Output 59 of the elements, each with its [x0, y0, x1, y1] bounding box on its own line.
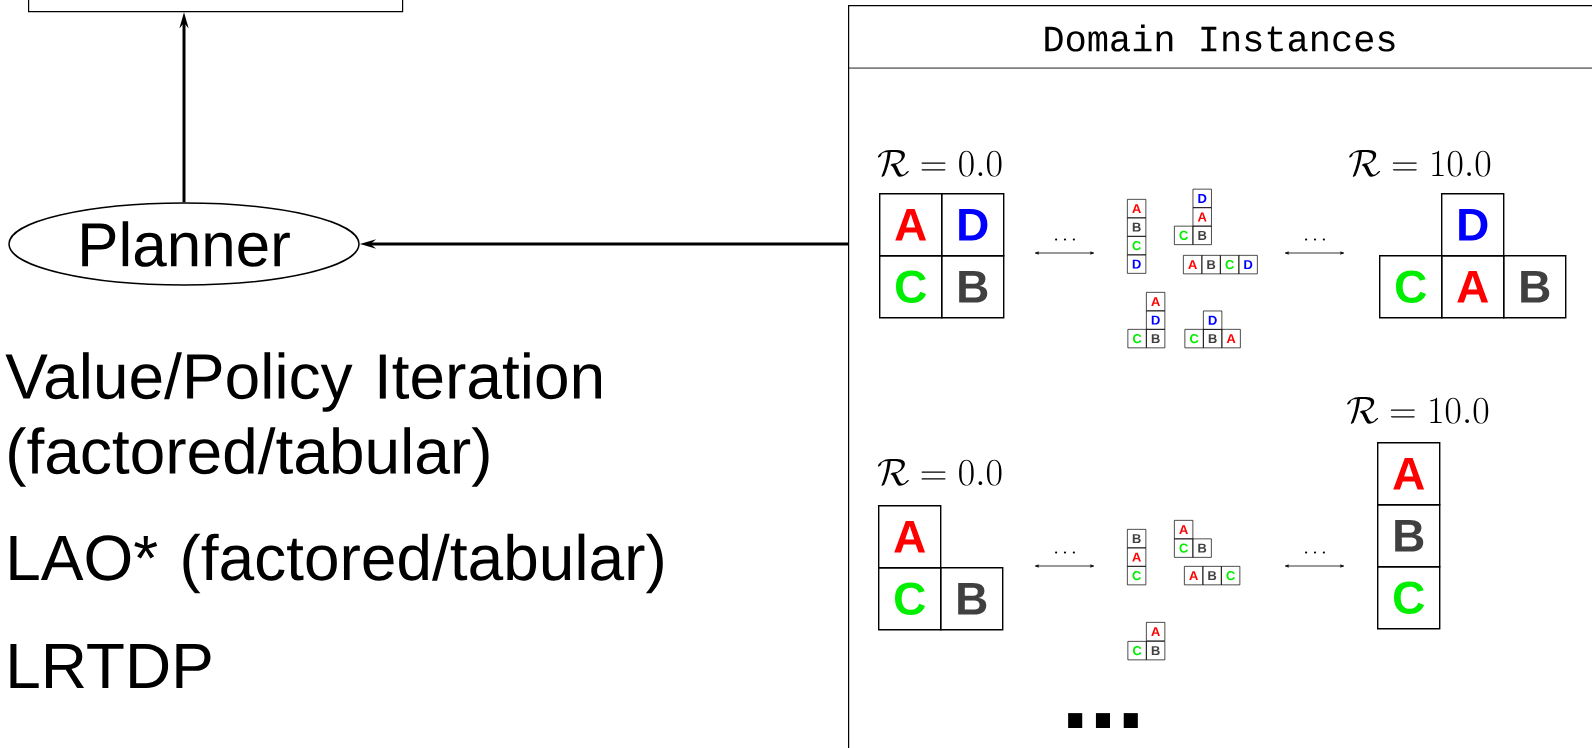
letter-block: B	[1127, 217, 1147, 237]
letter-block: A	[1146, 292, 1166, 312]
letter-block: A	[1146, 622, 1166, 642]
letter-block: C	[1174, 225, 1194, 245]
reward-label: $\mathcal{R} = 0.0$	[877, 150, 1002, 177]
letter-block: D	[1127, 254, 1147, 274]
letter-block: A	[1441, 255, 1505, 319]
ellipsis: ...	[1068, 713, 1138, 728]
letter-block: B	[1146, 329, 1166, 349]
letter-block: D	[941, 193, 1005, 257]
letter-block: A	[1127, 199, 1147, 219]
letter-block: B	[1192, 225, 1212, 245]
letter-block: C	[1184, 329, 1204, 349]
letter-block: A	[1192, 207, 1212, 227]
letter-block: C	[1127, 566, 1147, 586]
ellipsis: $\cdots$	[1055, 238, 1075, 241]
letter-block: B	[1201, 255, 1221, 275]
letter-block: C	[1174, 538, 1194, 558]
letter-block: C	[1377, 566, 1441, 630]
letter-block: B	[1146, 641, 1166, 661]
list-item: LAO* (factored/tabular)	[10, 533, 663, 594]
letter-block: B	[1503, 255, 1567, 319]
letter-block: C	[878, 567, 942, 631]
ellipsis: $\cdots$	[1055, 551, 1075, 554]
letter-block: A	[1221, 329, 1241, 349]
letter-block: D	[1203, 310, 1223, 330]
letter-block: B	[1203, 329, 1223, 349]
letter-block: B	[941, 255, 1005, 319]
letter-block: C	[1127, 329, 1147, 349]
list-item: Value/Policy Iteration (factored/tabular)	[5, 352, 601, 487]
letter-block: A	[1127, 547, 1147, 567]
letter-block: C	[879, 255, 943, 319]
reward-label: $\mathcal{R} = 10.0$	[1349, 150, 1491, 177]
letter-block: A	[878, 505, 942, 569]
ellipsis: $\cdots$	[1305, 551, 1325, 554]
letter-block: A	[1183, 255, 1203, 275]
letter-block: B	[1202, 566, 1222, 586]
letter-block: C	[1379, 255, 1443, 319]
letter-block: D	[1238, 255, 1258, 275]
letter-block: D	[1441, 193, 1505, 257]
letter-block: B	[1127, 529, 1147, 549]
list-item: LRTDP	[10, 643, 211, 688]
ellipsis: $\cdots$	[1305, 238, 1325, 241]
letter-block: C	[1220, 255, 1240, 275]
letter-block: C	[1127, 641, 1147, 661]
output-box	[28, 0, 404, 13]
letter-block: A	[1184, 566, 1204, 586]
reward-label: $\mathcal{R} = 10.0$	[1347, 397, 1489, 424]
letter-block: D	[1192, 188, 1212, 208]
letter-block: A	[1174, 520, 1194, 540]
letter-block: B	[1192, 538, 1212, 558]
letter-block: B	[1377, 504, 1441, 568]
reward-label: $\mathcal{R} = 0.0$	[877, 459, 1002, 486]
letter-block: A	[1377, 442, 1441, 506]
letter-block: C	[1221, 566, 1241, 586]
letter-block: A	[879, 193, 943, 257]
letter-block: B	[940, 567, 1004, 631]
letter-block: D	[1146, 310, 1166, 330]
letter-block: C	[1127, 236, 1147, 256]
